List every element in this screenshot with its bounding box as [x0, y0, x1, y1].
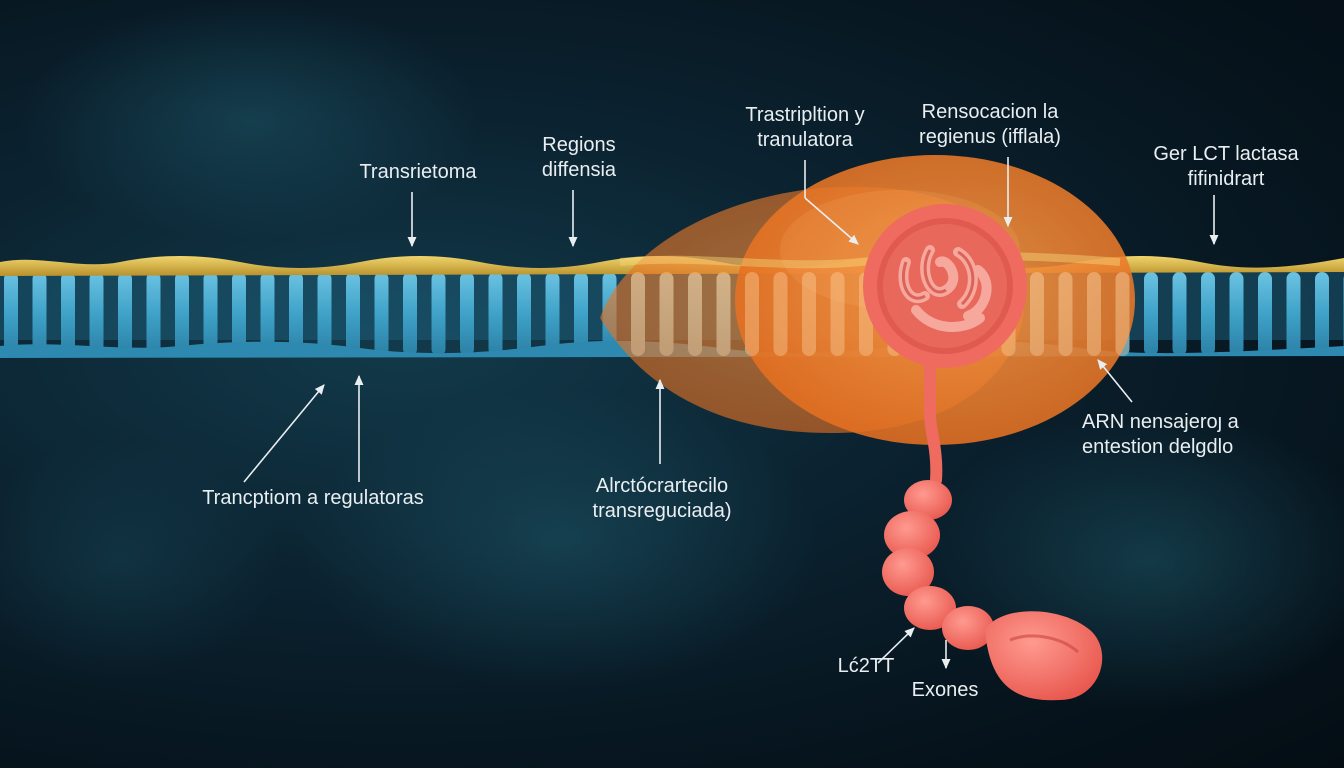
dna-rung-overlay [1030, 272, 1044, 356]
dna-rung [460, 272, 474, 356]
rna-bead-5 [942, 606, 994, 650]
dna-rung-overlay [688, 272, 702, 356]
dna-rung-overlay [773, 272, 788, 356]
label-lc2tt-text: Lć2TT [837, 655, 895, 677]
leader-arrows [243, 157, 1219, 670]
label-renovation: Rensocacion la regienus (ifflala) [900, 100, 1080, 150]
label-activator-line2: transreguciada) [592, 500, 732, 522]
rna-bead-3 [882, 548, 934, 596]
dna-rung-overlay [1058, 272, 1073, 356]
label-mrna-line1: ARN nensajeroȷ a [1082, 411, 1239, 433]
rna-bead-4 [904, 586, 956, 630]
dna-rung-overlay [830, 272, 845, 356]
rna-tail-lobe [985, 611, 1103, 701]
label-transcriptome-text: Transrietoma [359, 161, 477, 183]
dna-rung [61, 272, 75, 356]
label-mrna-line2: entestion delgdlo [1082, 436, 1234, 458]
dna-rung [289, 272, 303, 356]
dna-rung [1229, 272, 1244, 356]
label-trascription: Trastripltion y tranulatora [720, 103, 890, 153]
label-regulatory-text: Trancptiom a regulatoras [202, 487, 424, 509]
dna-rung-overlay [1115, 272, 1130, 356]
dna-rung [545, 272, 560, 356]
arrow-regulatory-a [243, 384, 325, 483]
dna-rung-overlay [659, 272, 674, 356]
dna-rung-overlay [1087, 272, 1101, 356]
arrow-lc2tt [877, 627, 915, 664]
dna-rung-overlay [716, 272, 731, 356]
dna-rung [89, 272, 104, 356]
label-mrna: ARN nensajeroȷ a entestion delgdlo [1082, 410, 1272, 460]
label-gene-line2: fifinidrart [1187, 168, 1265, 190]
dna-rung [1201, 272, 1215, 356]
dna-rung [517, 272, 531, 356]
dna-rung [146, 272, 161, 356]
label-regions-line2: diffensia [541, 159, 617, 181]
label-activator: Alrctócrartecilo transreguciada) [574, 474, 750, 524]
rna-stem [924, 334, 943, 486]
rna-bead-2 [884, 511, 940, 559]
label-trascription-line2: tranulatora [757, 129, 853, 151]
dna-rung-overlay [802, 272, 816, 356]
dna-rung [260, 272, 275, 356]
rna-bead-1 [904, 480, 952, 520]
dna-rung [1315, 272, 1329, 356]
dna-rung [118, 272, 132, 356]
dna-rung [32, 272, 47, 356]
label-regions: Regions diffensia [520, 133, 638, 183]
dna-rung [1172, 272, 1187, 356]
dna-rung [1286, 272, 1301, 356]
dna-rung [175, 272, 189, 356]
dna-rung [1258, 272, 1272, 356]
label-regulatory: Trancptiom a regulatoras [176, 486, 450, 511]
label-trascription-line1: Trastripltion y [745, 104, 865, 126]
dna-rung [232, 272, 246, 356]
label-gene-line1: Ger LCT lactasa [1153, 143, 1299, 165]
label-activator-line1: Alrctócrartecilo [595, 475, 729, 497]
dna-rung [203, 272, 218, 356]
dna-rung [431, 272, 446, 356]
dna-rung [574, 272, 588, 356]
rna-molecule [863, 204, 1103, 701]
dna-rung-overlay [631, 272, 645, 356]
label-gene: Ger LCT lactasa fifinidrart [1138, 142, 1314, 192]
dna-rung [346, 272, 360, 356]
dna-rung [403, 272, 417, 356]
label-renovation-line2: regienus (ifflala) [919, 126, 1061, 148]
dna-rung [1144, 272, 1158, 356]
dna-rung [488, 272, 503, 356]
label-exons-text: Exones [911, 679, 979, 701]
dna-rung [317, 272, 332, 356]
dna-rung-overlay [745, 272, 759, 356]
dna-rung [4, 272, 18, 356]
label-regions-line1: Regions [542, 134, 616, 156]
dna-rung [374, 272, 389, 356]
label-exons: Exones [900, 678, 990, 703]
label-transcriptome: Transrietoma [340, 160, 496, 185]
label-renovation-line1: Rensocacion la [921, 101, 1059, 123]
label-lc2tt: Lć2TT [826, 654, 906, 679]
arrow-mrna [1097, 359, 1133, 403]
